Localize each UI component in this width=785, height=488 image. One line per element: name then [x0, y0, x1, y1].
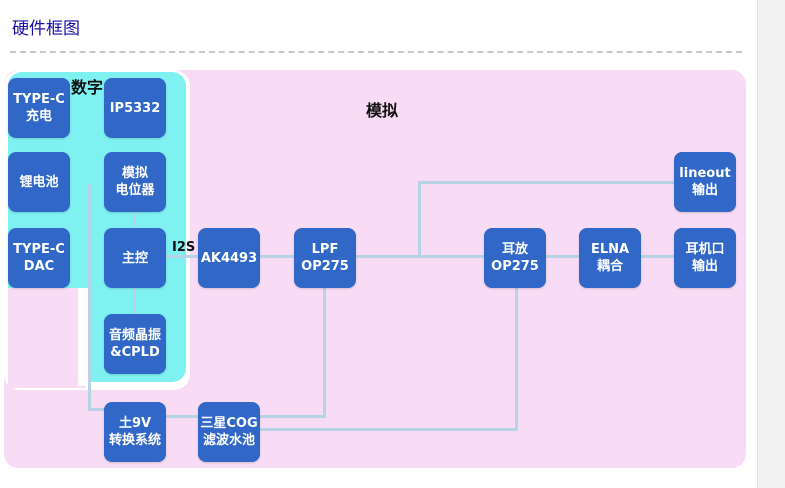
block-label-line: 锂电池	[19, 174, 59, 190]
wire-amp-down	[515, 288, 518, 430]
block-label-line: TYPE-C	[13, 242, 65, 257]
block-label-line: OP275	[491, 259, 539, 274]
wire-psu-left	[88, 408, 106, 411]
block-label-line: LPF	[311, 242, 339, 257]
wire-psu-to-filter	[166, 415, 200, 418]
block-label-line: 输出	[691, 183, 718, 198]
block-label-line: 主控	[121, 250, 148, 266]
ip5332-block: IP5332	[104, 78, 166, 138]
wire-elna-to-headphone	[640, 255, 674, 258]
typec-charge-block: TYPE-C 充电	[8, 78, 70, 138]
lpf-block: LPF OP275	[294, 228, 356, 288]
page-title: 硬件框图	[12, 19, 80, 39]
cog-filter-block: 三星COG 滤波水池	[198, 402, 260, 462]
page-side-strip	[757, 0, 785, 488]
block-label-line: 三星COG	[200, 416, 258, 431]
block-label-line: 转换系统	[108, 433, 161, 448]
block-label-line: IP5332	[109, 100, 161, 116]
wire-filter-to-lpf	[260, 415, 326, 418]
lineout-block: lineout 输出	[674, 152, 736, 212]
block-label-line: 滤波水池	[202, 433, 255, 448]
analog-region-label: 模拟	[366, 101, 399, 120]
elna-block: ELNA 耦合	[579, 228, 641, 288]
wire-amp-to-elna	[546, 255, 580, 258]
block-label-line: 耦合	[596, 259, 623, 274]
block-label-line: 音频晶振	[108, 328, 161, 343]
typec-dac-block: TYPE-C DAC	[8, 228, 70, 288]
block-label-line: DAC	[23, 259, 55, 274]
wire-filter-to-amp	[260, 428, 518, 431]
block-label-line: ELNA	[590, 242, 630, 257]
wire-lpf-down	[323, 288, 326, 418]
analog-pot-block: 模拟 电位器	[104, 152, 166, 212]
block-label-line: TYPE-C	[13, 92, 65, 107]
osc-cpld-block: 音频晶振 &CPLD	[104, 314, 166, 374]
wire-lineout-top	[418, 181, 674, 184]
ak4493-block: AK4493	[198, 228, 260, 288]
block-label-line: 耳机口	[685, 242, 725, 257]
block-label-line: AK4493	[200, 250, 258, 266]
block-label-line: lineout	[679, 166, 731, 181]
wire-mcu-to-ak4493	[166, 255, 200, 258]
wire-battery-to-psu	[88, 184, 91, 410]
battery-block: 锂电池	[8, 152, 70, 212]
wire-ak4493-to-lpf	[260, 255, 294, 258]
i2s-bus-label: I2S	[172, 240, 196, 255]
amp-block: 耳放 OP275	[484, 228, 546, 288]
wire-lineout-branch	[418, 181, 421, 257]
digital-region-notch-border	[78, 288, 88, 386]
title-divider	[10, 51, 742, 53]
block-label-line: OP275	[301, 259, 349, 274]
block-label-line: &CPLD	[110, 345, 160, 360]
psu-block: 土9V 转换系统	[104, 402, 166, 462]
block-label-line: 耳放	[501, 242, 528, 257]
mcu-block: 主控	[104, 228, 166, 288]
digital-region-label: 数字	[71, 78, 104, 97]
block-label-line: 土9V	[118, 416, 152, 431]
block-label-line: 模拟	[121, 166, 148, 181]
digital-region-notch	[8, 288, 86, 388]
block-label-line: 输出	[691, 259, 718, 274]
block-label-line: 电位器	[115, 183, 155, 198]
headphone-block: 耳机口 输出	[674, 228, 736, 288]
block-label-line: 充电	[25, 109, 52, 124]
